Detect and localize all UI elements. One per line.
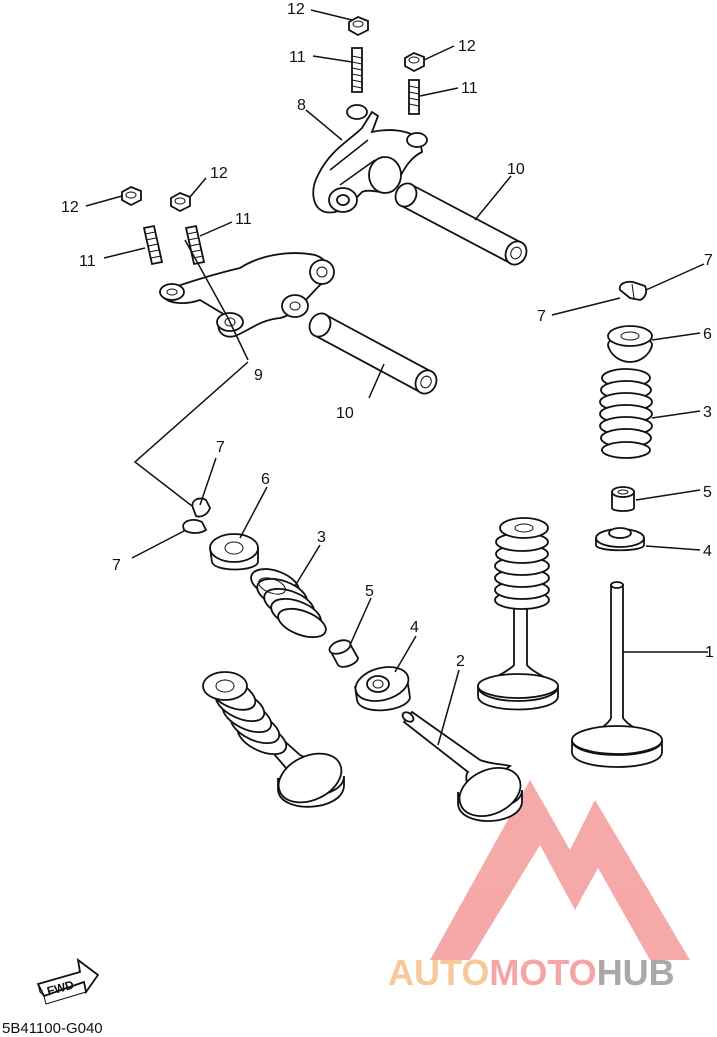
- leader-lines: [85, 9, 708, 746]
- locknut-12-lower-left: [121, 186, 142, 207]
- callout-11: 11: [461, 80, 478, 97]
- callout-7: 7: [704, 252, 713, 269]
- callout-3: 3: [317, 529, 326, 546]
- watermark-text-hub: HUB: [597, 952, 675, 993]
- spring-retainer-6-right: [607, 325, 653, 363]
- adjusting-screw-11-lower-left: [142, 224, 164, 266]
- watermark-text: AUTOMOTOHUB: [388, 952, 675, 993]
- locknut-12-lower-right: [170, 192, 191, 213]
- locknut-12-upper-left: [348, 16, 369, 37]
- valve-spring-3-right: [599, 368, 653, 459]
- exhaust-valve-assembly-middle: [477, 517, 559, 711]
- adjusting-screw-11-upper-left: [351, 47, 363, 93]
- spring-retainer-6-left: [208, 533, 259, 571]
- intake-valve-1: [571, 581, 663, 768]
- rocker-arm-8: [312, 104, 428, 214]
- callout-2: 2: [456, 653, 465, 670]
- watermark-text-moto: MOTO: [489, 952, 596, 993]
- callout-6: 6: [703, 326, 712, 343]
- callout-9: 9: [254, 367, 263, 384]
- valve-cotter-7-right: [618, 280, 648, 301]
- callout-6: 6: [261, 471, 270, 488]
- callout-11: 11: [289, 49, 306, 66]
- rocker-arm-9: [158, 252, 335, 338]
- callout-11: 11: [235, 211, 252, 228]
- callout-12: 12: [61, 199, 79, 216]
- exhaust-valve-2: [401, 710, 523, 822]
- rocker-shaft-10-lower: [308, 312, 438, 395]
- fwd-label: FWD: [45, 978, 75, 999]
- callout-7: 7: [537, 308, 546, 325]
- watermark-logo: [430, 780, 690, 960]
- callout-12: 12: [210, 165, 228, 182]
- valve-stem-seal-5-right: [611, 486, 635, 512]
- callout-labels: 12 11 12 11 8 10 12 12 11 11 9 10 7 7 6 …: [61, 1, 714, 670]
- callout-11: 11: [79, 253, 96, 270]
- callout-5: 5: [365, 583, 374, 600]
- callout-1: 1: [705, 644, 714, 661]
- rocker-shaft-10-upper: [394, 182, 528, 266]
- callout-7: 7: [112, 557, 121, 574]
- spring-seat-4-left: [354, 666, 411, 712]
- callout-8: 8: [297, 97, 306, 114]
- fwd-arrow-icon: FWD: [36, 957, 100, 1005]
- callout-5: 5: [703, 484, 712, 501]
- callout-10: 10: [507, 161, 525, 178]
- valve-assembly-bottom-left: [202, 671, 345, 808]
- callout-4: 4: [703, 543, 712, 560]
- valve-cotter-7-left-lower: [182, 519, 208, 534]
- callout-12: 12: [458, 38, 476, 55]
- callout-10: 10: [336, 405, 354, 422]
- valve-spring-3-left: [250, 568, 327, 639]
- callout-12: 12: [287, 1, 305, 18]
- watermark-text-auto: AUTO: [388, 952, 489, 993]
- locknut-12-upper-right: [404, 52, 425, 73]
- spring-seat-4-right: [595, 527, 645, 552]
- diagram-code: 5B41100-G040: [2, 1020, 103, 1037]
- valve-cotter-7-left-upper: [191, 497, 211, 518]
- callout-3: 3: [703, 404, 712, 421]
- callout-7: 7: [216, 439, 225, 456]
- callout-4: 4: [410, 619, 419, 636]
- watermark-logo-mark: [430, 780, 690, 960]
- adjusting-screw-11-upper-right: [408, 79, 420, 115]
- valve-stem-seal-5-left: [328, 639, 359, 668]
